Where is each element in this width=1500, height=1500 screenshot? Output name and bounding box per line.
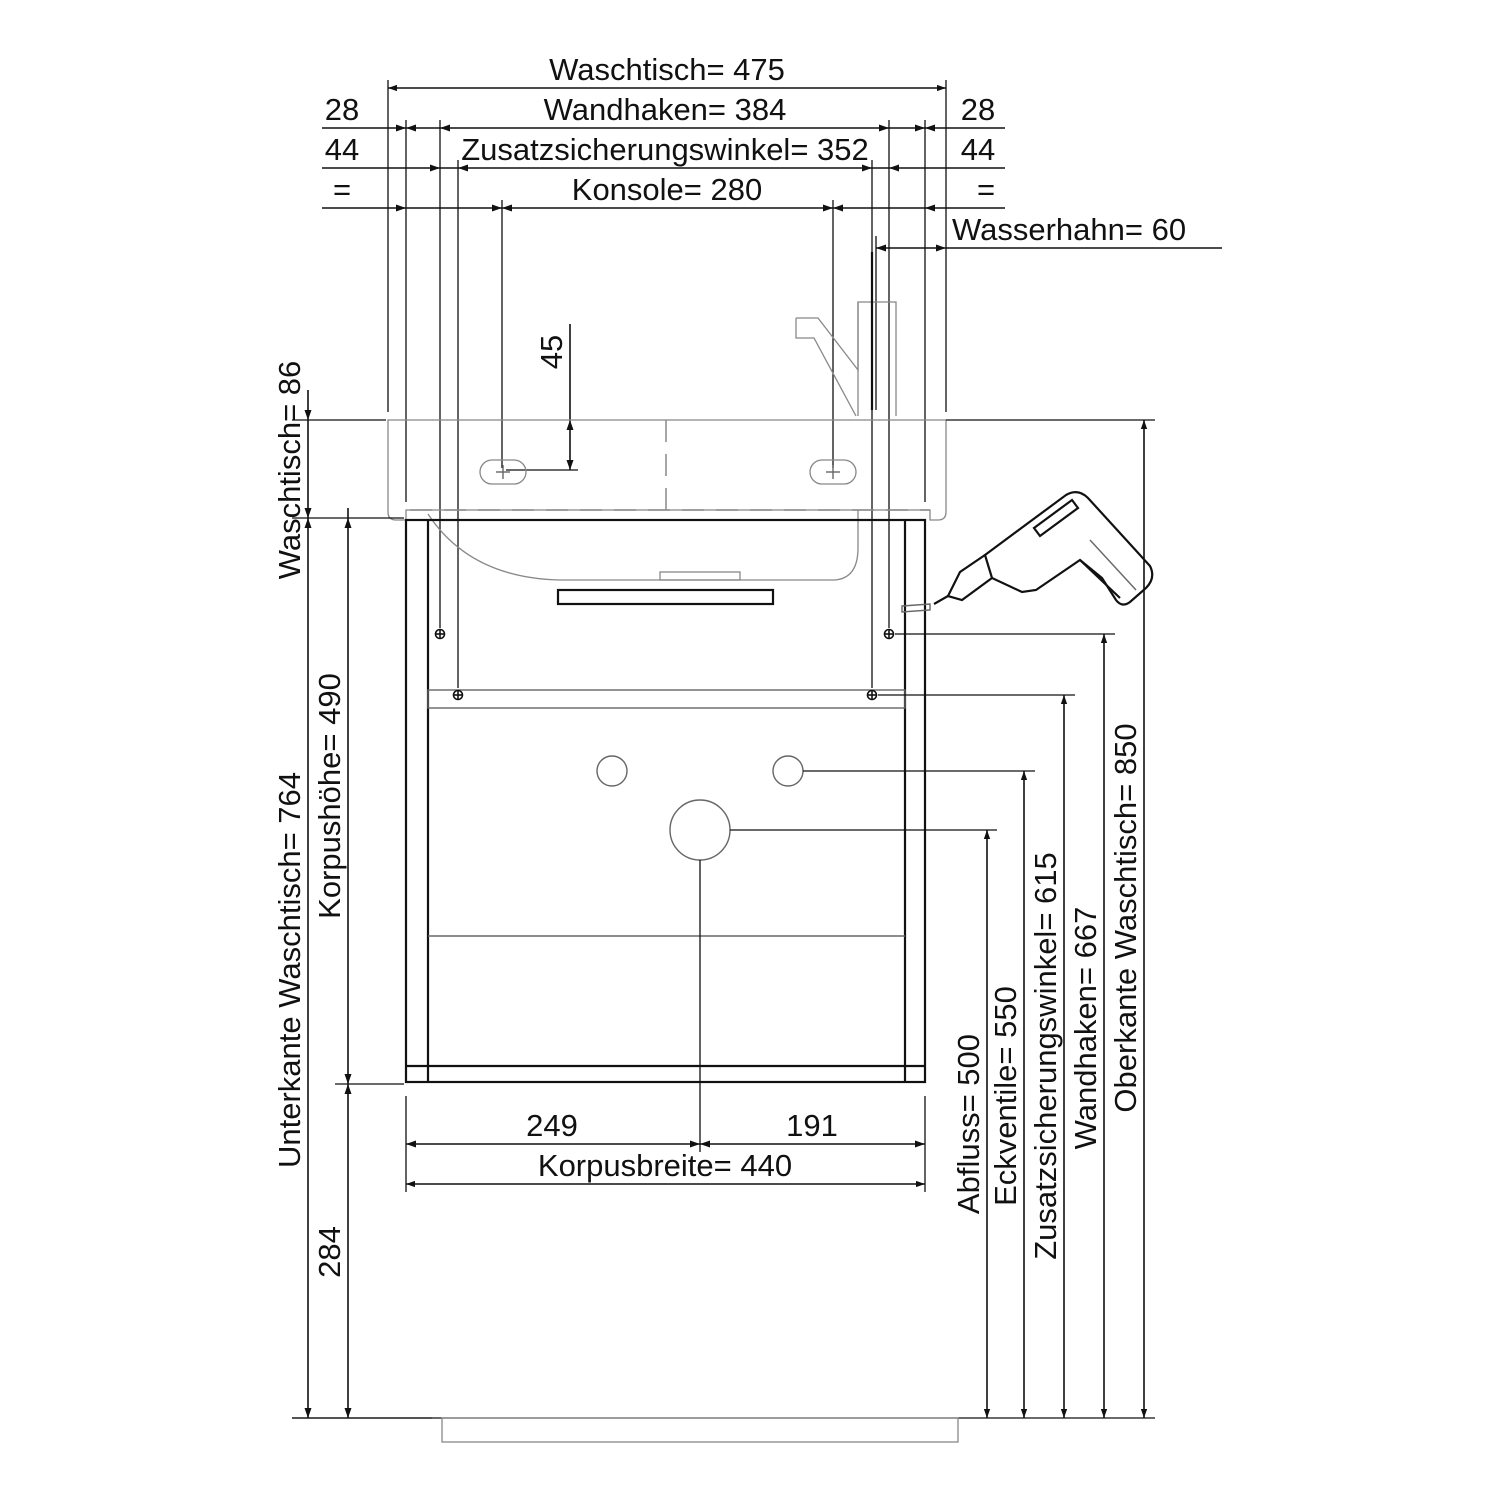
slot-screw-left [496, 465, 510, 479]
label-eckventile: Eckventile= 550 [988, 986, 1023, 1206]
right-extension-lines [730, 419, 1155, 831]
top-extension-lines [387, 80, 947, 688]
label-zusatz-width: Zusatzsicherungswinkel= 352 [461, 132, 869, 167]
dim-korpushoehe: Korpushöhe= 490 284 [312, 508, 352, 1418]
label-wandhaken-height: Wandhaken= 667 [1068, 907, 1103, 1150]
label-unterkante: Unterkante Waschtisch= 764 [272, 772, 307, 1168]
label-left-width-249: 249 [526, 1108, 578, 1143]
floor [292, 1417, 1155, 1443]
dim-waschtisch-height: Waschtisch= 86 Unterkante Waschtisch= 76… [272, 361, 312, 1418]
faucet [795, 252, 897, 417]
dim-korpusbreite: Korpusbreite= 440 [406, 1148, 925, 1188]
washbasin [387, 419, 947, 606]
dim-wasserhahn: Wasserhahn= 60 [876, 212, 1222, 252]
label-right-offset-44: 44 [961, 132, 995, 167]
dim-zusatz-height: Zusatzsicherungswinkel= 615 [1028, 695, 1068, 1418]
screw-icon-left-upper [434, 628, 446, 640]
label-waschtisch-width: Waschtisch= 475 [549, 52, 785, 87]
label-left-offset-44: 44 [325, 132, 359, 167]
label-left-offset-28: 28 [325, 92, 359, 127]
dim-wandhaken-height: Wandhaken= 667 [1068, 634, 1108, 1418]
label-right-equal: = [977, 172, 995, 207]
dim-partial-widths: 249 191 [406, 1108, 925, 1148]
dim-eckventile: Eckventile= 550 [988, 771, 1028, 1418]
label-right-offset-28: 28 [961, 92, 995, 127]
label-korpusbreite: Korpusbreite= 440 [538, 1148, 792, 1183]
label-right-width-191: 191 [786, 1108, 838, 1143]
label-zusatz-height: Zusatzsicherungswinkel= 615 [1028, 852, 1063, 1260]
screw-icon-right-upper [883, 628, 895, 640]
label-abfluss: Abfluss= 500 [951, 1034, 986, 1214]
dim-abfluss: Abfluss= 500 [951, 830, 991, 1418]
label-oberkante: Oberkante Waschtisch= 850 [1108, 723, 1143, 1112]
bottom-extension-lines [405, 860, 926, 1192]
cordless-screwdriver-icon [901, 491, 1154, 613]
label-slot-height: 45 [534, 335, 569, 369]
dim-slot-height: 45 [506, 324, 578, 471]
dim-konsole-width: Konsole= 280 = = [322, 172, 1005, 212]
label-waschtisch-height: Waschtisch= 86 [272, 361, 307, 580]
slot-screw-right [826, 465, 840, 479]
screw-icon-left-lower [452, 689, 464, 701]
label-konsole-width: Konsole= 280 [572, 172, 762, 207]
dim-waschtisch-width: Waschtisch= 475 [388, 52, 946, 92]
label-left-equal: = [333, 172, 351, 207]
dim-wandhaken-width: Wandhaken= 384 28 28 [322, 92, 1005, 132]
label-wandhaken-width: Wandhaken= 384 [544, 92, 787, 127]
label-korpushoehe: Korpushöhe= 490 [312, 673, 347, 919]
wall-hook-screws [434, 628, 895, 701]
label-wasserhahn: Wasserhahn= 60 [952, 212, 1186, 247]
label-bottom-gap: 284 [312, 1226, 347, 1278]
dim-zusatz-width: Zusatzsicherungswinkel= 352 44 44 [322, 132, 1005, 172]
screw-icon-right-lower [866, 689, 878, 701]
dim-oberkante: Oberkante Waschtisch= 850 [1108, 420, 1148, 1418]
